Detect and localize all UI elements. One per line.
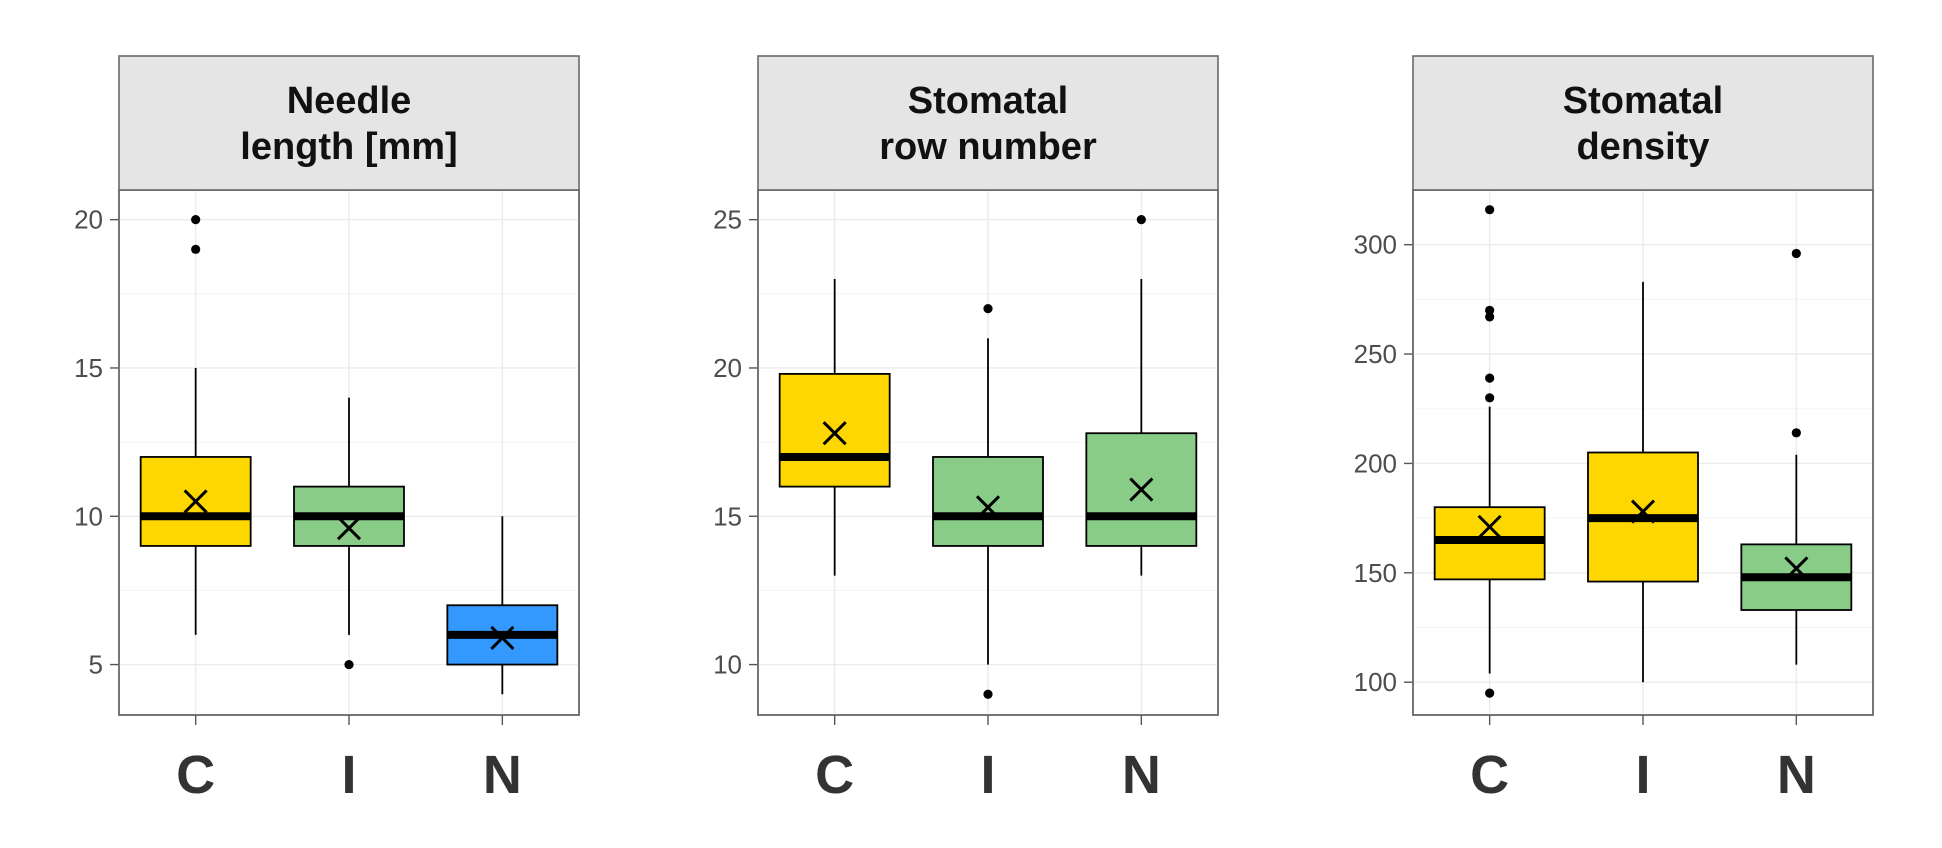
y-tick-label: 20 <box>74 205 103 235</box>
outlier-point <box>1485 373 1495 383</box>
mean-marker-b <box>1630 499 1656 524</box>
mean-marker-b <box>975 495 1001 520</box>
facet-title-line: Needle <box>287 80 412 122</box>
facet-title-line: Stomatal <box>1563 80 1723 122</box>
box-N <box>1740 248 1853 665</box>
x-tick-label-I: I <box>341 745 356 805</box>
outlier-point <box>983 689 993 699</box>
facet-title-line: density <box>1576 126 1709 168</box>
outlier-point <box>1485 205 1495 215</box>
outlier-point <box>191 215 201 225</box>
facet-title-line: Stomatal <box>908 80 1068 122</box>
x-tick-label-I: I <box>1635 745 1650 805</box>
outlier-point <box>1485 305 1495 315</box>
facet-strip <box>1412 55 1874 191</box>
y-tick-label: 15 <box>74 353 103 383</box>
outlier-point <box>1485 312 1495 322</box>
outlier-point <box>191 244 201 254</box>
box-N <box>446 516 559 695</box>
facet-strip <box>118 55 580 191</box>
mean-marker-b <box>336 516 362 541</box>
box-I <box>1587 281 1699 683</box>
box-I <box>293 397 405 670</box>
box-C <box>139 215 252 635</box>
x-tick-label-N: N <box>483 745 522 805</box>
outlier-point <box>1485 688 1495 698</box>
mean-marker-b <box>1129 477 1154 502</box>
y-tick-label: 300 <box>1354 230 1397 260</box>
x-tick-label-C: C <box>176 745 215 805</box>
mean-marker-b <box>490 625 515 650</box>
iqr-box <box>932 456 1044 547</box>
y-tick-label: 10 <box>74 501 103 531</box>
y-tick-label: 150 <box>1354 558 1397 588</box>
y-tick-label: 200 <box>1354 448 1397 478</box>
y-tick-label: 25 <box>713 205 742 235</box>
facet-title-line: row number <box>879 126 1097 168</box>
mean-marker-b <box>183 489 208 514</box>
outlier-point <box>1136 215 1146 225</box>
box-C <box>778 278 891 576</box>
y-tick-label: 20 <box>713 353 742 383</box>
mean-marker-b <box>1784 556 1809 581</box>
facet-strip <box>757 55 1219 191</box>
mean-marker-b <box>1477 514 1502 539</box>
box-N <box>1085 215 1198 576</box>
y-tick-label: 10 <box>713 650 742 680</box>
box-I <box>932 304 1044 699</box>
y-tick-label: 5 <box>89 650 103 680</box>
y-tick-label: 15 <box>713 501 742 531</box>
iqr-box <box>778 372 891 488</box>
outlier-point <box>1791 428 1801 438</box>
y-tick-label: 250 <box>1354 339 1397 369</box>
x-tick-label-I: I <box>980 745 995 805</box>
box-C <box>1433 205 1546 698</box>
outlier-point <box>1791 248 1801 259</box>
outlier-point <box>983 304 993 314</box>
x-tick-label-C: C <box>815 745 854 805</box>
outlier-point <box>1485 393 1495 403</box>
outlier-point <box>344 659 354 670</box>
mean-marker-b <box>822 421 847 446</box>
facet-title-line: length [mm] <box>240 126 457 168</box>
y-tick-label: 100 <box>1354 667 1397 697</box>
x-tick-label-N: N <box>1777 745 1816 805</box>
x-tick-label-N: N <box>1122 745 1161 805</box>
x-tick-label-C: C <box>1470 745 1509 805</box>
